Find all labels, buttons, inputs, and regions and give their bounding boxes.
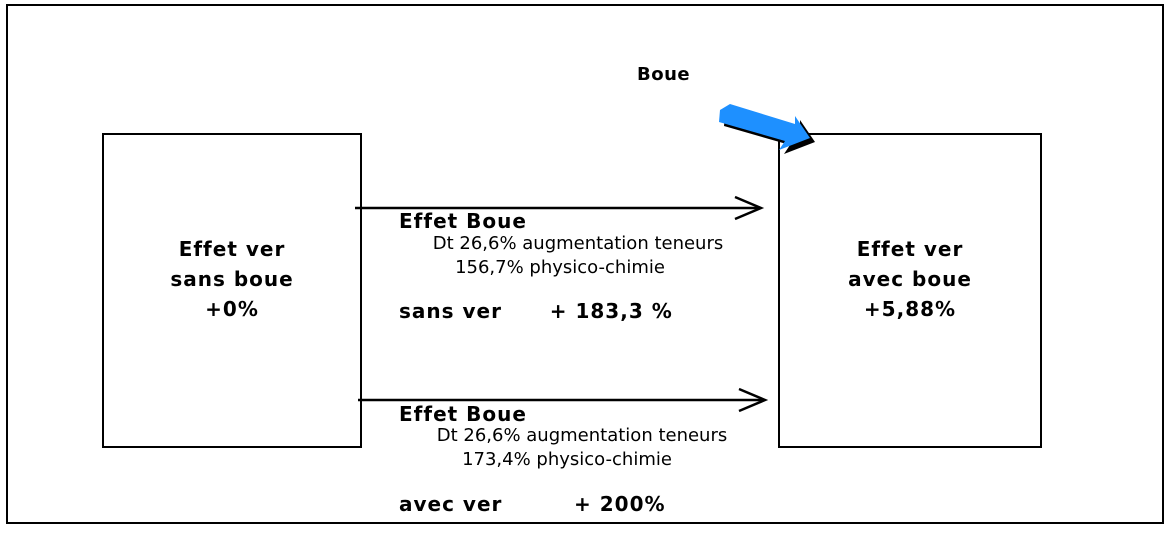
sludge-effect-without-worm-heading: Effet Boue sans ver + 183,3 % (399, 146, 673, 356)
sludge-effect-with-worm-detail: Dt 26,6% augmentation teneurs 173,4% phy… (387, 424, 777, 472)
worm-without-sludge-text: Effet ver sans boue +0% (104, 234, 360, 324)
left-box-line3: +0% (205, 297, 259, 321)
top-detail-line1: Dt 26,6% augmentation teneurs (432, 233, 724, 254)
bottom-effect-line2: avec ver + 200% (399, 492, 666, 516)
right-box-line3: +5,88% (863, 297, 957, 321)
sludge-effect-with-worm-heading: Effet Boue avec ver + 200% (399, 339, 666, 549)
top-detail-line2: 156,7% physico-chimie (455, 257, 665, 278)
bottom-detail-line1: Dt 26,6% augmentation teneurs (436, 425, 728, 446)
top-effect-line2: sans ver + 183,3 % (399, 299, 673, 323)
sludge-effect-without-worm-detail: Dt 26,6% augmentation teneurs 156,7% phy… (383, 232, 773, 280)
sludge-label: Boue (637, 64, 691, 85)
bottom-detail-line2: 173,4% physico-chimie (462, 449, 672, 470)
top-effect-line1: Effet Boue (399, 209, 527, 233)
left-box-line1: Effet ver (178, 237, 286, 261)
worm-with-sludge-text: Effet ver avec boue +5,88% (780, 234, 1040, 324)
bottom-effect-line1: Effet Boue (399, 402, 527, 426)
worm-with-sludge-box: Effet ver avec boue +5,88% (778, 133, 1042, 448)
right-box-line1: Effet ver (856, 237, 964, 261)
worm-without-sludge-box: Effet ver sans boue +0% (102, 133, 362, 448)
left-box-line2: sans boue (170, 267, 294, 291)
diagram-frame (6, 4, 1164, 524)
right-box-line2: avec boue (848, 267, 972, 291)
